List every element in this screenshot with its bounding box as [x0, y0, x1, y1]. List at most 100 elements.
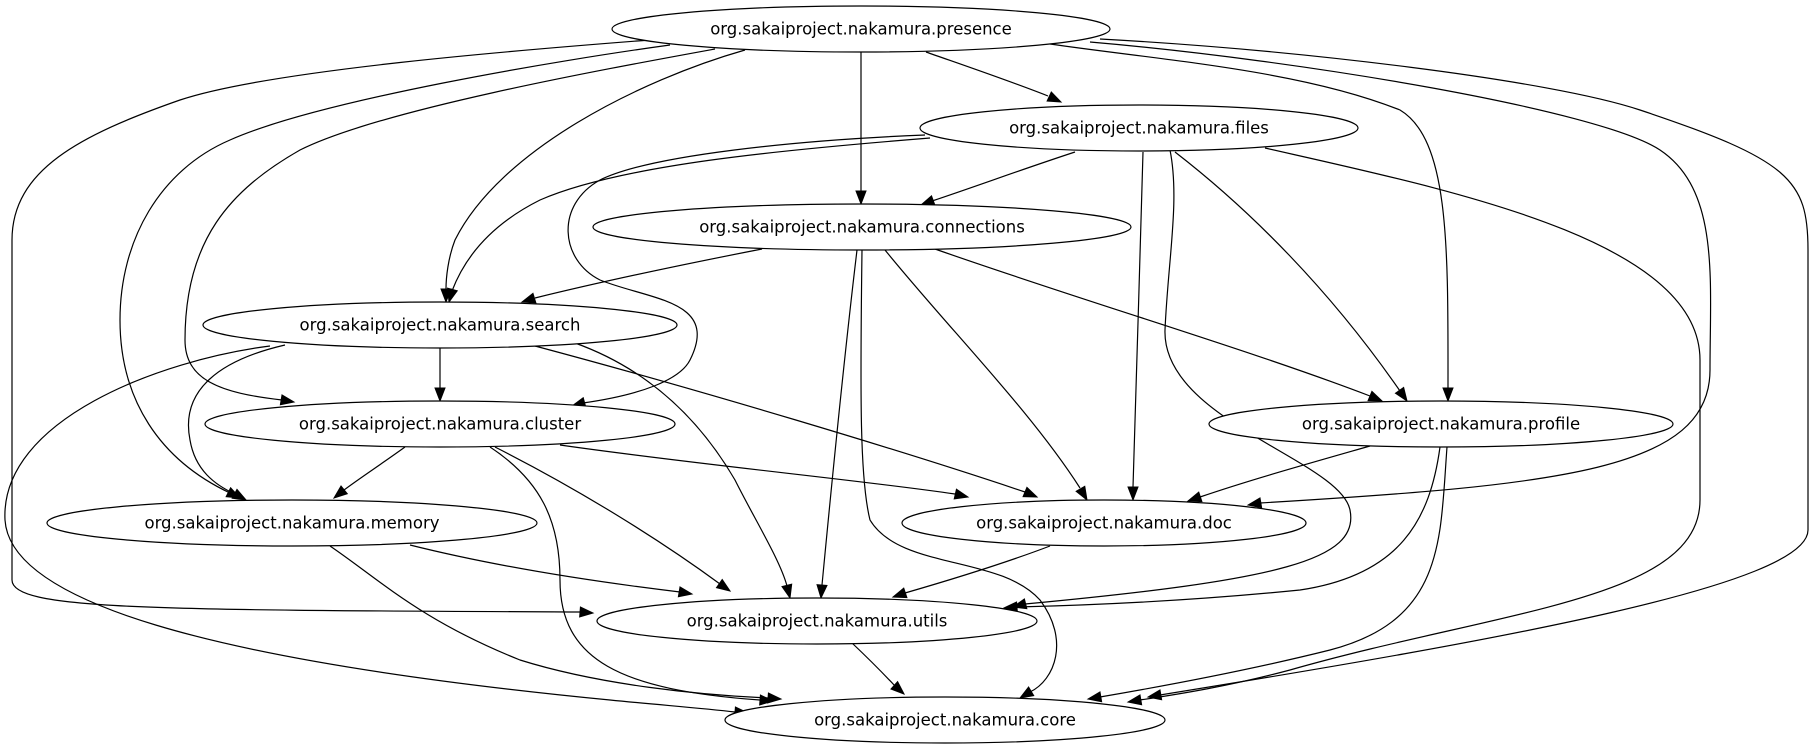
edge-line — [559, 444, 956, 495]
arrowhead-icon — [715, 578, 732, 592]
edge-line — [534, 248, 763, 299]
edge-cluster-to-utils — [494, 446, 732, 592]
edge-line — [1199, 445, 1371, 498]
edge-line — [860, 249, 1058, 693]
edge-presence-to-cluster — [184, 48, 716, 406]
arrowhead-icon — [1186, 491, 1203, 503]
arrowhead-icon — [434, 387, 446, 403]
edge-presence-to-utils — [11, 39, 651, 618]
node-cluster[interactable]: org.sakaiproject.nakamura.cluster — [204, 400, 676, 448]
edge-line — [1089, 41, 1712, 504]
node-ellipse[interactable] — [901, 499, 1307, 547]
node-label: org.sakaiproject.nakamura.connections — [699, 218, 1025, 237]
node-ellipse[interactable] — [204, 400, 676, 448]
node-presence[interactable]: org.sakaiproject.nakamura.presence — [611, 5, 1111, 53]
nodes-layer: org.sakaiproject.nakamura.presence org.sa… — [46, 5, 1674, 744]
arrowhead-icon — [1442, 387, 1454, 403]
node-label: org.sakaiproject.nakamura.profile — [1302, 415, 1580, 434]
edge-line — [119, 44, 671, 494]
arrowhead-icon — [816, 584, 828, 600]
edge-line — [1139, 147, 1701, 701]
arrowhead-icon — [677, 586, 694, 598]
arrowhead-icon — [953, 488, 970, 500]
edge-line — [329, 545, 769, 699]
edge-line — [925, 51, 1049, 97]
edge-line — [934, 248, 1371, 397]
node-ellipse[interactable] — [919, 104, 1359, 152]
edge-line — [11, 39, 651, 613]
edge-memory-to-utils — [409, 544, 694, 598]
edge-search-to-doc — [534, 345, 1039, 498]
edge-line — [567, 134, 926, 404]
arrowhead-icon — [520, 292, 537, 304]
node-ellipse[interactable] — [592, 203, 1132, 251]
node-utils[interactable]: org.sakaiproject.nakamura.utils — [596, 597, 1038, 645]
node-search[interactable]: org.sakaiproject.nakamura.search — [202, 301, 678, 349]
arrowhead-icon — [1022, 486, 1039, 498]
edge-presence-to-profile — [1049, 43, 1454, 403]
node-ellipse[interactable] — [724, 696, 1166, 744]
node-doc[interactable]: org.sakaiproject.nakamura.doc — [901, 499, 1307, 547]
arrowhead-icon — [231, 488, 248, 501]
edge-line — [821, 249, 858, 586]
arrowhead-icon — [890, 680, 906, 695]
edge-line — [1099, 38, 1809, 696]
arrowhead-icon — [1046, 91, 1063, 103]
node-ellipse[interactable] — [596, 597, 1038, 645]
edge-search-to-utils — [574, 342, 793, 600]
node-connections[interactable]: org.sakaiproject.nakamura.connections — [592, 203, 1132, 251]
edge-cluster-to-doc — [559, 444, 970, 500]
edge-line — [445, 49, 746, 290]
node-label: org.sakaiproject.nakamura.files — [1009, 119, 1269, 138]
node-label: org.sakaiproject.nakamura.core — [814, 711, 1076, 730]
node-ellipse[interactable] — [46, 499, 538, 547]
arrowhead-icon — [781, 583, 793, 600]
edge-profile-to-doc — [1186, 445, 1371, 503]
node-label: org.sakaiproject.nakamura.presence — [710, 20, 1012, 39]
edge-connections-to-core — [860, 249, 1058, 699]
arrowhead-icon — [579, 606, 595, 618]
edge-line — [1024, 149, 1352, 605]
node-ellipse[interactable] — [1208, 400, 1674, 448]
edge-files-to-doc — [1127, 151, 1144, 502]
arrowhead-icon — [1246, 497, 1263, 509]
edge-line — [574, 342, 788, 587]
edge-line — [1099, 446, 1448, 698]
edge-cluster-to-memory — [332, 446, 406, 499]
arrowhead-icon — [855, 190, 867, 206]
node-label: org.sakaiproject.nakamura.utils — [687, 612, 948, 631]
edge-line — [489, 446, 761, 701]
edge-line — [451, 137, 931, 292]
edge-search-to-memory — [187, 344, 286, 501]
edge-presence-to-connections — [855, 52, 867, 206]
edge-connections-to-doc — [884, 249, 1088, 502]
node-core[interactable]: org.sakaiproject.nakamura.core — [724, 696, 1166, 744]
node-profile[interactable]: org.sakaiproject.nakamura.profile — [1208, 400, 1674, 448]
edge-files-to-core — [1126, 147, 1701, 706]
edge-line — [184, 48, 716, 401]
arrowhead-icon — [1075, 485, 1088, 502]
edge-line — [494, 446, 721, 585]
node-ellipse[interactable] — [202, 301, 678, 349]
arrowhead-icon — [919, 195, 936, 206]
edge-files-to-connections — [919, 151, 1076, 206]
node-label: org.sakaiproject.nakamura.cluster — [299, 415, 581, 434]
edge-line — [931, 151, 1076, 202]
node-memory[interactable]: org.sakaiproject.nakamura.memory — [46, 499, 538, 547]
edge-connections-to-utils — [816, 249, 858, 600]
edge-line — [1049, 43, 1449, 391]
edge-files-to-search — [447, 137, 931, 304]
edge-line — [1016, 446, 1441, 608]
edge-line — [4, 345, 736, 713]
arrowhead-icon — [1126, 694, 1143, 706]
edge-line — [1174, 151, 1401, 392]
edge-presence-to-doc — [1089, 41, 1712, 509]
edge-line — [904, 545, 1051, 594]
node-ellipse[interactable] — [611, 5, 1111, 53]
arrowhead-icon — [1394, 386, 1408, 403]
edge-line — [1132, 151, 1144, 488]
edge-memory-to-core — [329, 545, 783, 704]
edge-search-to-cluster — [434, 348, 446, 403]
node-files[interactable]: org.sakaiproject.nakamura.files — [919, 104, 1359, 152]
